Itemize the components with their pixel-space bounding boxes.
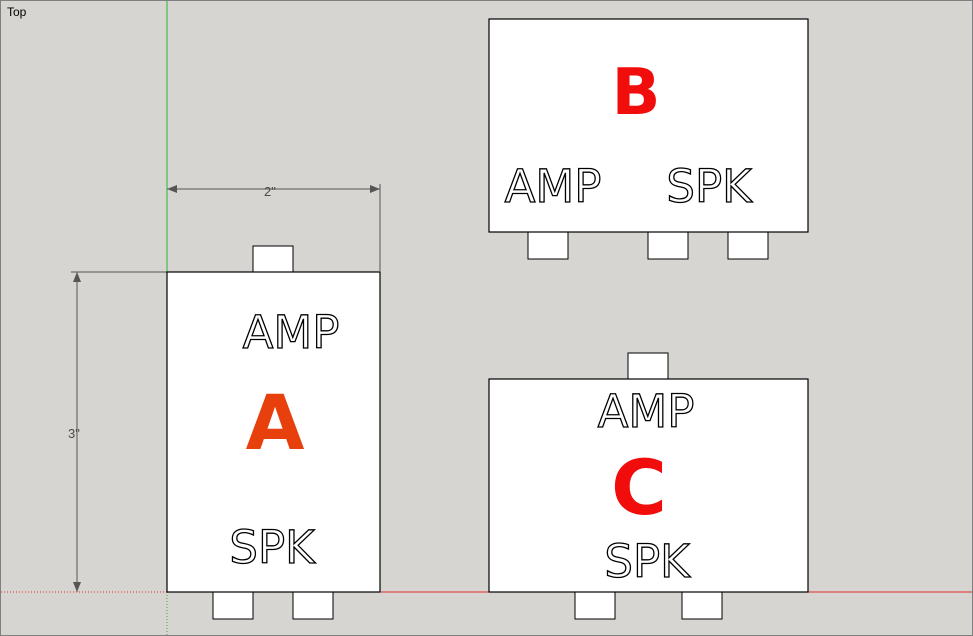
box-c-jack-bottom-left[interactable] (574, 591, 616, 620)
box-a-amp-label: AMP (243, 306, 340, 359)
box-b-jack-1[interactable] (527, 231, 569, 260)
box-c[interactable]: AMP C SPK (488, 352, 809, 620)
box-b-enclosure[interactable] (488, 18, 809, 233)
height-dimension[interactable] (71, 271, 167, 592)
height-dimension-label: 3" (68, 426, 80, 441)
box-a-letter: A (246, 378, 305, 467)
box-a-jack-bottom-right[interactable] (292, 591, 334, 620)
box-b-letter: B (612, 56, 661, 130)
box-c-enclosure[interactable] (488, 378, 809, 593)
box-a-jack-top[interactable] (252, 245, 294, 274)
box-b-jack-2[interactable] (647, 231, 689, 260)
box-b-spk-label: SPK (666, 160, 753, 213)
box-b-jack-3[interactable] (727, 231, 769, 260)
box-a[interactable]: AMP A SPK (166, 245, 381, 620)
box-c-jack-bottom-right[interactable] (681, 591, 723, 620)
box-a-jack-bottom-left[interactable] (212, 591, 254, 620)
box-c-letter: C (611, 443, 667, 532)
box-c-spk-label: SPK (604, 535, 691, 588)
view-label: Top (7, 5, 27, 19)
box-a-spk-label: SPK (229, 521, 316, 574)
box-a-enclosure[interactable] (166, 271, 381, 593)
box-c-amp-label: AMP (598, 385, 695, 438)
width-dimension-label: 2" (264, 184, 276, 199)
box-b[interactable]: B AMP SPK (488, 18, 809, 260)
width-dimension[interactable] (167, 184, 381, 271)
box-b-amp-label: AMP (505, 160, 602, 213)
box-c-jack-top[interactable] (627, 352, 669, 381)
